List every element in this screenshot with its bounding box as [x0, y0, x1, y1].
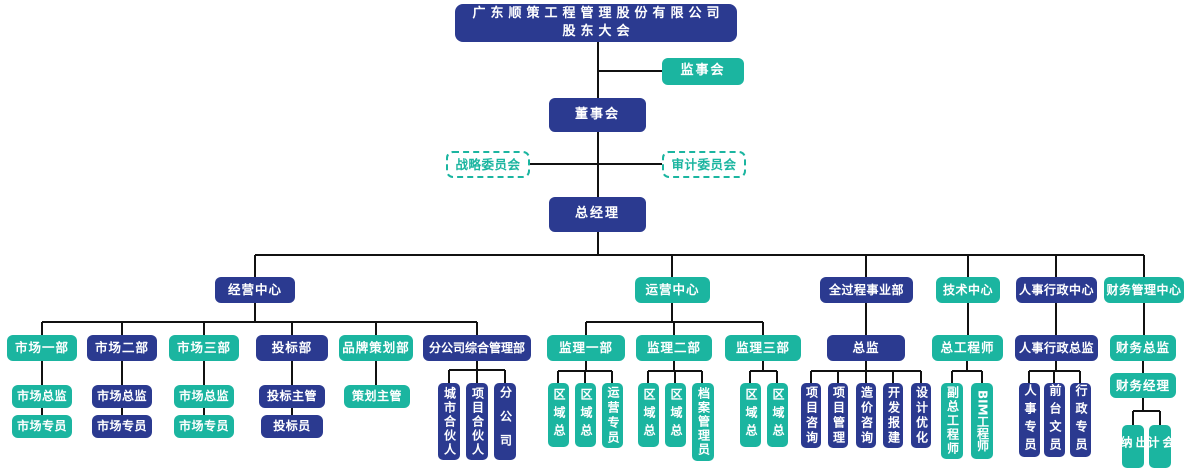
- node-dept-finance-director: 财务总监: [1110, 335, 1176, 361]
- node-dept-supervision-1: 监理一部: [547, 335, 625, 361]
- node-role-cashier: 出纳: [1119, 425, 1148, 468]
- node-role-region-head: 区域总: [638, 383, 659, 447]
- node-role-accountant: 会计: [1146, 425, 1175, 468]
- node-role-operations-specialist: 运营专员: [602, 383, 623, 448]
- node-role-bim-engineer: BIM工程师: [971, 383, 993, 459]
- node-role-market-director-3: 市场总监: [174, 385, 234, 408]
- shareholders-meeting-title-line: 股东大会: [562, 24, 635, 39]
- node-role-region-head: 区域总: [575, 383, 596, 447]
- node-role-receptionist: 前台文员: [1044, 383, 1065, 457]
- node-role-region-head: 区域总: [548, 383, 569, 447]
- node-role-market-specialist-3: 市场专员: [174, 415, 234, 438]
- node-role-admin-specialist: 行政专员: [1070, 383, 1091, 457]
- node-dept-chief-engineer: 总工程师: [932, 335, 1003, 361]
- node-role-market-director-2: 市场总监: [92, 385, 152, 408]
- node-role-development-approval: 开发报建: [883, 383, 903, 448]
- node-center-whole-process: 全过程事业部: [820, 277, 913, 303]
- node-dept-market-3: 市场三部: [169, 335, 239, 361]
- node-role-project-consulting: 项目咨询: [801, 383, 821, 448]
- node-strategy-committee: 战略委员会: [446, 151, 530, 178]
- shareholders-meeting-company-line: 广东顺策工程管理股份有限公司: [472, 6, 725, 22]
- node-dept-director: 总监: [827, 335, 905, 361]
- node-center-technology: 技术中心: [936, 277, 1000, 303]
- node-dept-market-1: 市场一部: [7, 335, 77, 361]
- node-role-project-management: 项目管理: [828, 383, 848, 448]
- node-role-region-head: 区域总: [740, 383, 761, 447]
- node-supervisory-board: 监事会: [662, 58, 744, 85]
- node-role-region-head: 区域总: [767, 383, 788, 447]
- node-role-design-optimization: 设计优化: [911, 383, 931, 448]
- node-dept-market-2: 市场二部: [87, 335, 157, 361]
- node-center-business: 经营中心: [215, 277, 295, 303]
- node-role-branch-company: 分公司: [494, 383, 516, 460]
- node-center-finance: 财务管理中心: [1104, 277, 1184, 303]
- node-center-operations: 运营中心: [635, 277, 710, 303]
- node-role-deputy-chief-engineer: 副总工程师: [941, 383, 963, 459]
- node-role-region-head: 区域总: [665, 383, 686, 447]
- node-role-cost-consulting: 造价咨询: [856, 383, 876, 448]
- node-role-finance-manager: 财务经理: [1110, 373, 1176, 398]
- node-shareholders-meeting: 广东顺策工程管理股份有限公司 股东大会: [455, 4, 737, 42]
- node-role-planning-manager: 策划主管: [344, 385, 410, 408]
- node-dept-bidding: 投标部: [256, 335, 328, 361]
- node-dept-hr-admin-director: 人事行政总监: [1015, 335, 1098, 361]
- node-board-of-directors: 董事会: [549, 98, 646, 132]
- node-general-manager: 总经理: [549, 197, 646, 232]
- node-center-hr-admin: 人事行政中心: [1016, 277, 1097, 303]
- node-dept-branch-management: 分公司综合管理部: [423, 335, 531, 361]
- node-role-city-partner: 城市合伙人: [438, 383, 460, 460]
- node-role-bid-clerk: 投标员: [261, 415, 323, 438]
- node-dept-brand-planning: 品牌策划部: [339, 335, 413, 361]
- node-role-market-director-1: 市场总监: [12, 385, 72, 408]
- node-role-hr-specialist: 人事专员: [1019, 383, 1040, 457]
- node-audit-committee: 审计委员会: [662, 151, 746, 178]
- node-dept-supervision-3: 监理三部: [725, 335, 801, 361]
- node-dept-supervision-2: 监理二部: [636, 335, 712, 361]
- node-role-bid-manager: 投标主管: [259, 385, 325, 408]
- node-role-market-specialist-2: 市场专员: [92, 415, 152, 438]
- node-role-market-specialist-1: 市场专员: [12, 415, 72, 438]
- node-role-archive-administrator: 档案管理员: [692, 383, 714, 461]
- node-role-project-partner: 项目合伙人: [466, 383, 488, 460]
